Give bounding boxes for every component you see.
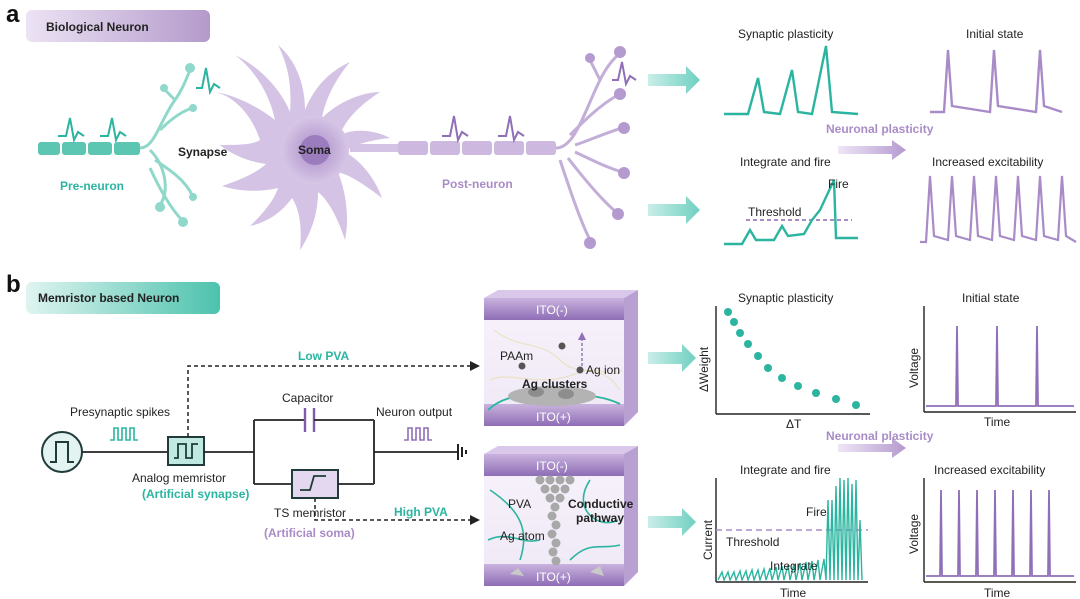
panel-b-badge-text: Memristor based Neuron [38,291,179,305]
b-integrate-title: Integrate and fire [740,463,831,477]
b-excitability-voltage-label: Voltage [907,514,921,554]
arrow-to-b-integrate [648,508,696,536]
a-neuronal-plasticity-label: Neuronal plasticity [826,122,934,136]
b-integrate-time-label: Time [780,586,807,599]
b-initial-title: Initial state [962,291,1020,305]
a-threshold-label: Threshold [748,205,801,219]
artificial-synapse-label: (Artificial synapse) [142,487,249,501]
b-integrate-trace [717,477,863,583]
capacitor-label: Capacitor [282,391,333,405]
a-increased-excitability-title: Increased excitability [932,155,1043,169]
neuron-output-label: Neuron output [376,405,453,419]
pre-neuron [38,63,221,227]
paam-label: PAAm [500,349,533,363]
conductive-label-2: pathway [576,511,624,525]
synapse-label: Synapse [178,145,228,159]
bottom-ito-minus: ITO(-) [536,459,568,473]
b-fire-label: Fire [806,505,827,519]
a-initial-trace [930,49,1063,114]
arrow-to-b-synaptic [648,344,696,372]
panel-a-badge-text: Biological Neuron [46,20,149,34]
b-integrate-label: Integrate [770,559,818,573]
artificial-soma-label: (Artificial soma) [264,526,355,540]
b-neuronal-plasticity-label: Neuronal plasticity [826,429,934,443]
analog-memristor-label: Analog memristor [132,471,226,485]
panel-b-letter: b [6,271,21,298]
ag-ion-label: Ag ion [586,363,620,377]
pre-neuron-label: Pre-neuron [60,179,124,193]
a-integrate-trace [724,179,858,246]
a-neuronal-plasticity-arrow [838,140,906,160]
top-ito-plus: ITO(+) [536,410,571,424]
arrow-to-integrate-plot [648,196,700,224]
b-excitability-time-label: Time [984,586,1011,599]
device-low-pva [484,290,638,426]
panel-a-badge [26,10,210,42]
b-initial-time-label: Time [984,415,1011,429]
b-neuronal-plasticity-arrow [838,438,906,458]
b-excitability-title: Increased excitability [934,463,1045,477]
top-ito-minus: ITO(-) [536,303,568,317]
device-high-pva [484,446,638,586]
low-pva-label: Low PVA [298,349,349,363]
ts-memristor-label: TS memristor [274,506,346,520]
conductive-label-1: Conductive [568,497,634,511]
a-excitability-trace [920,175,1077,244]
soma-label: Soma [298,143,331,157]
soma [215,45,390,250]
b-dt-label: ΔT [786,417,802,431]
b-initial-voltage-label: Voltage [907,348,921,388]
b-synaptic-points [724,308,860,409]
a-initial-state-title: Initial state [966,27,1024,41]
b-threshold-label: Threshold [726,535,779,549]
ag-atom-label: Ag atom [500,529,545,543]
a-synaptic-trace [724,45,859,116]
bottom-ito-plus: ITO(+) [536,570,571,584]
pva-label: PVA [508,497,531,511]
arrow-to-synaptic-plot [648,66,700,94]
b-excitability-trace [926,489,1074,577]
a-synaptic-plasticity-title: Synaptic plasticity [738,27,833,41]
circuit [41,361,480,525]
b-dweight-label: ΔWeight [697,346,711,392]
b-initial-trace [926,325,1074,407]
panel-a-letter: a [6,1,20,28]
presynaptic-label: Presynaptic spikes [70,405,170,419]
high-pva-label: High PVA [394,505,448,519]
b-synaptic-title: Synaptic plasticity [738,291,833,305]
a-integrate-fire-title: Integrate and fire [740,155,831,169]
post-neuron-label: Post-neuron [442,177,513,191]
a-fire-label: Fire [828,177,849,191]
b-current-label: Current [701,519,715,560]
post-neuron [350,46,637,249]
ag-clusters-label: Ag clusters [522,377,588,391]
panel-b-badge [26,282,220,314]
